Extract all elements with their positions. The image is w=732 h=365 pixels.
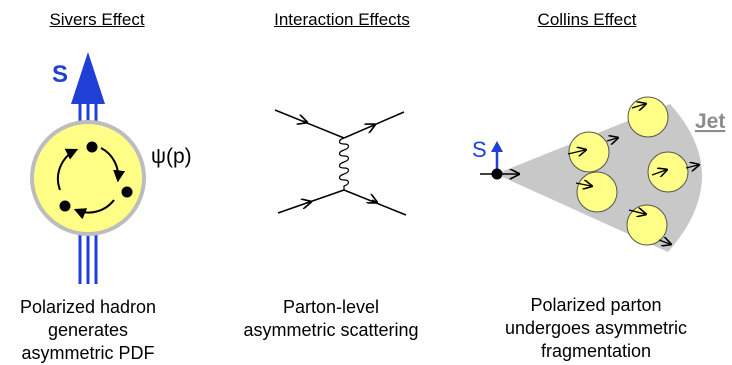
feynman-diagram [274,109,407,216]
interaction-caption-line-1: Parton-level [282,297,380,317]
hadron-partons [59,141,133,212]
gluon-propagator [338,137,350,190]
collins-diagram: S Jet [472,96,725,252]
sivers-caption-line-1: Polarized hadron [19,297,157,317]
spin-arrow-icon [71,52,105,104]
collins-caption: Polarized parton undergoes asymmetric fr… [505,294,687,363]
collins-spin-arrow-icon [491,141,503,152]
collins-heading: Collins Effect [537,10,637,29]
collins-caption-line-2: undergoes asymmetric [504,318,688,338]
interaction-heading: Interaction Effects [274,10,410,29]
quark-dot [491,168,503,180]
jet-label: Jet [695,110,725,133]
sivers-spin-label: S [52,61,68,88]
sivers-diagram: S ψ(p) [30,52,192,284]
collins-caption-line-1: Polarized parton [530,295,662,315]
interaction-caption: Parton-level asymmetric scattering [243,296,418,342]
collins-caption-line-3: fragmentation [540,341,652,361]
sivers-caption-line-2: generates [47,320,129,340]
sivers-caption-line-3: asymmetric PDF [21,343,155,363]
wavefunction-label: ψ(p) [151,145,192,168]
interaction-caption-line-2: asymmetric scattering [243,320,419,340]
sivers-caption: Polarized hadron generates asymmetric PD… [20,296,156,365]
sivers-heading: Sivers Effect [49,10,145,29]
hadron-circle [30,120,146,236]
collins-spin-label: S [472,137,487,162]
incoming-parton-lines [78,232,98,284]
